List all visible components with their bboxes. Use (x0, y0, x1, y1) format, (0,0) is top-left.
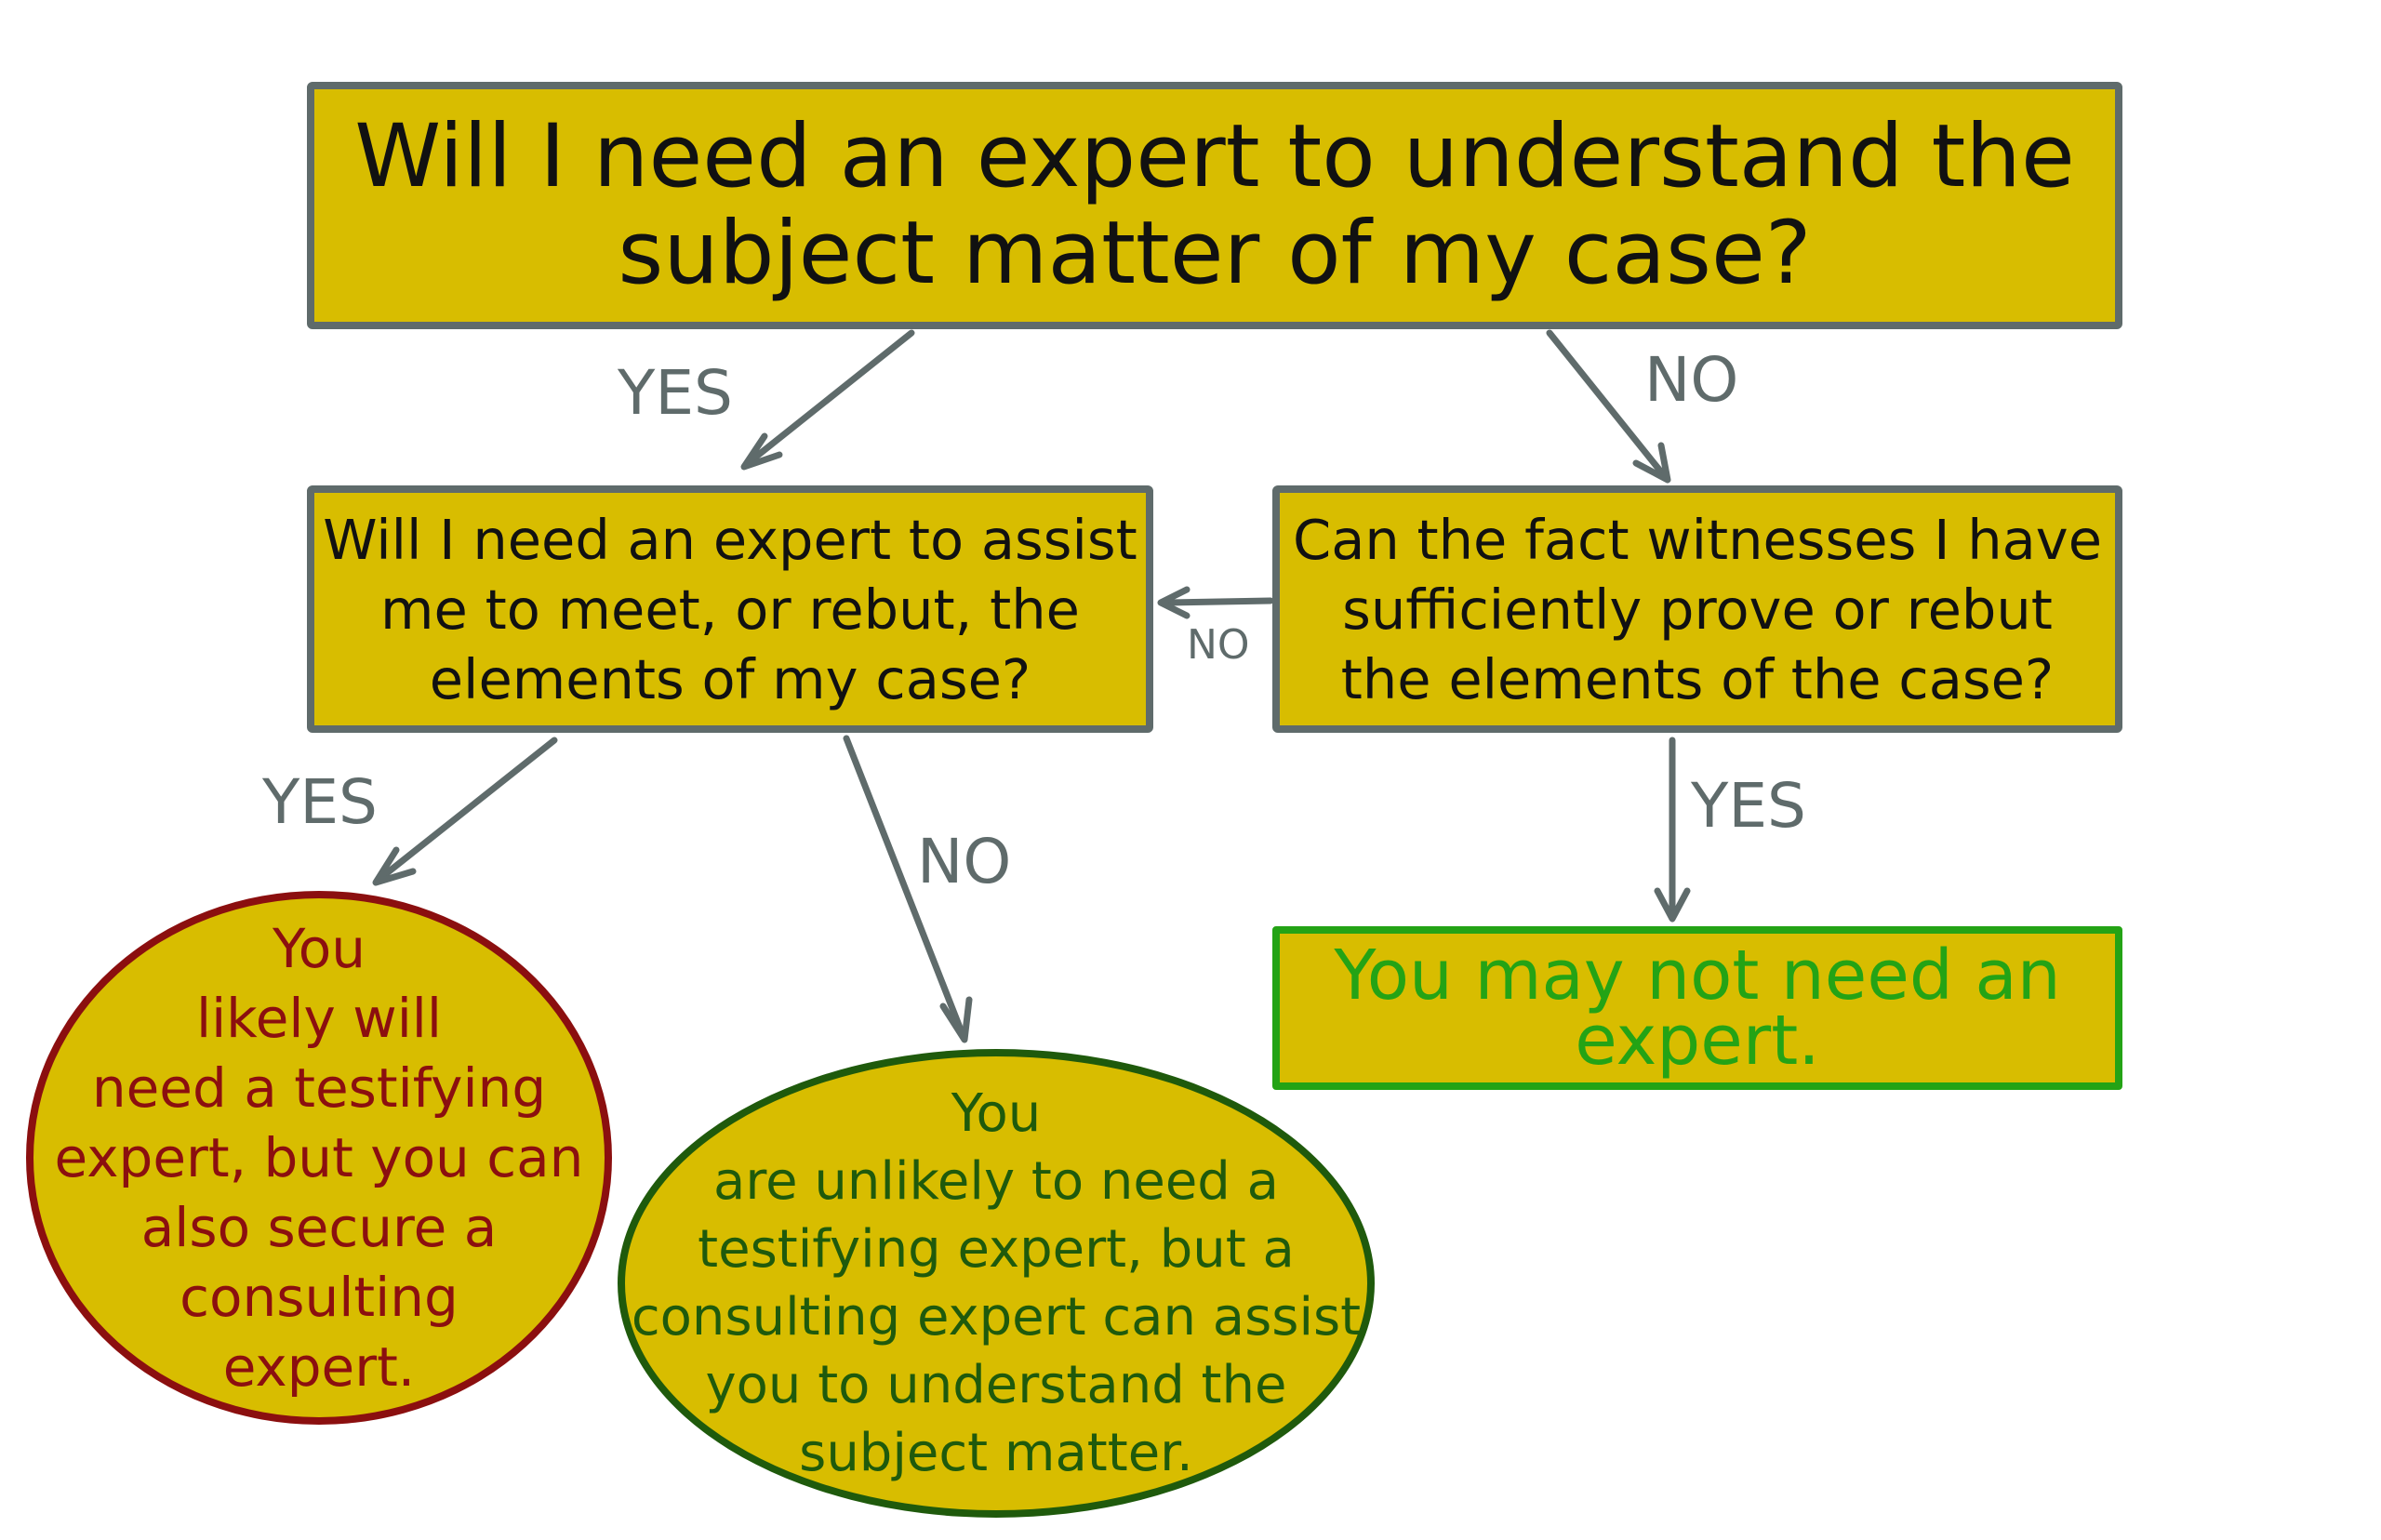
outcome-may-not-need-expert-box: You may not need an expert. (1272, 926, 2122, 1090)
arrow-assist-to-testifying (372, 737, 558, 886)
text-line: expert, but you can (54, 1125, 584, 1189)
question-understand-subject-box: Will I need an expert to understand the … (307, 82, 2122, 329)
text-line: you to understand the (705, 1355, 1287, 1415)
text-line: sufficiently prove or rebut (1342, 577, 2053, 642)
edge-label-top-yes: YES (618, 357, 733, 429)
outcome-testifying-expert-text: You likely will need a testifying expert… (55, 914, 584, 1402)
outcome-testifying-expert-ellipse: You likely will need a testifying expert… (26, 891, 612, 1425)
text-line: are unlikely to need a (713, 1151, 1279, 1212)
text-line: Will I need an expert to assist (323, 507, 1137, 572)
text-line: subject matter of my case? (618, 203, 1812, 304)
text-line: me to meet, or rebut, the (380, 577, 1080, 642)
text-line: likely will (195, 986, 443, 1050)
text-line: the elements of the case? (1340, 646, 2055, 711)
text-line: expert. (1575, 1001, 1820, 1081)
question-fact-witnesses-box: Can the fact witnesses I have sufficient… (1272, 485, 2122, 733)
question-fact-witnesses-text: Can the fact witnesses I have sufficient… (1293, 505, 2102, 714)
text-line: consulting (180, 1265, 459, 1329)
edge-label-witness-no: NO (1187, 621, 1250, 669)
text-line: also secure a (140, 1195, 498, 1259)
outcome-consulting-expert-text: You are unlikely to need a testifying ex… (632, 1080, 1361, 1487)
text-line: subject matter. (799, 1423, 1193, 1483)
outcome-may-not-need-expert-text: You may not need an expert. (1334, 936, 2061, 1081)
outcome-consulting-expert-ellipse: You are unlikely to need a testifying ex… (618, 1049, 1375, 1518)
text-line: Can the fact witnesses I have (1293, 507, 2102, 572)
arrow-witness-to-maynot (1654, 737, 1691, 923)
edge-label-witness-yes: YES (1691, 770, 1806, 842)
text-line: You (951, 1083, 1042, 1144)
text-line: You may not need an (1334, 936, 2061, 1016)
edge-label-assist-no: NO (917, 826, 1012, 897)
question-understand-subject-text: Will I need an expert to understand the … (354, 109, 2075, 302)
question-assist-elements-box: Will I need an expert to assist me to me… (307, 485, 1153, 733)
question-assist-elements-text: Will I need an expert to assist me to me… (323, 505, 1137, 714)
arrow-top-to-assist (740, 329, 915, 471)
text-line: need a testifying (91, 1055, 547, 1120)
arrow-witness-to-assist (1157, 586, 1274, 619)
arrow-top-to-witness (1546, 329, 1671, 484)
edge-label-assist-yes: YES (262, 766, 378, 838)
text-line: expert. (222, 1334, 416, 1399)
text-line: consulting expert can assist (631, 1287, 1362, 1348)
arrow-assist-to-consulting (843, 735, 973, 1043)
text-line: Will I need an expert to understand the (354, 106, 2075, 207)
edge-label-top-no: NO (1644, 344, 1739, 416)
text-line: testifying expert, but a (698, 1219, 1295, 1280)
text-line: elements of my case? (429, 646, 1031, 711)
text-line: You (273, 916, 366, 980)
